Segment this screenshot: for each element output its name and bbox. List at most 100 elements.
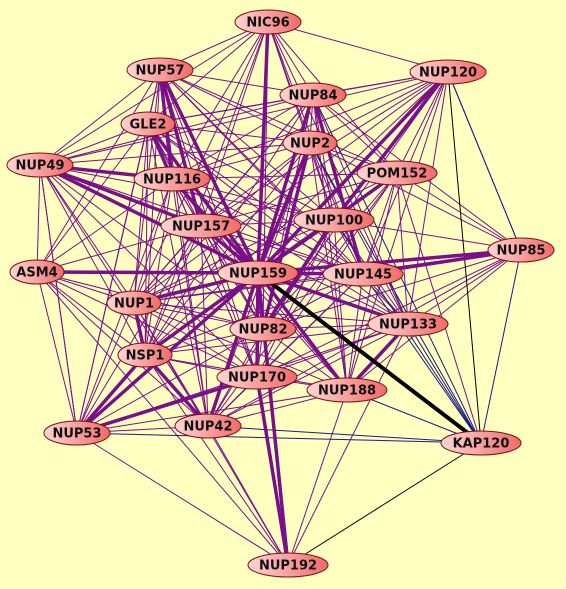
edge-nup57-nup157 (158, 68, 203, 228)
edge-nup133-nup192 (287, 323, 409, 566)
node-label: NUP170 (228, 371, 286, 386)
node-asm4[interactable]: ASM4 (9, 259, 65, 285)
edge-nup57-pom152 (159, 69, 398, 174)
node-nup133[interactable]: NUP133 (367, 311, 449, 337)
node-ellipse (106, 290, 162, 316)
edge-nup2-nup133 (309, 142, 409, 325)
edge-nup120-nup2 (309, 71, 449, 144)
edge-nup53-nup192 (76, 432, 289, 566)
node-nup1[interactable]: NUP1 (106, 290, 162, 316)
edge-nup133-kap120 (407, 323, 482, 444)
edge-nup49-nup1 (39, 164, 135, 304)
node-label: NUP84 (288, 89, 337, 104)
node-nup120[interactable]: NUP120 (409, 59, 487, 85)
node-kap120[interactable]: KAP120 (440, 430, 522, 456)
node-label: ASM4 (16, 266, 57, 281)
node-nup2[interactable]: NUP2 (282, 130, 338, 156)
node-label: POM152 (367, 167, 428, 182)
node-nup157[interactable]: NUP157 (160, 213, 242, 239)
edge-nup49-asm4 (36, 164, 41, 273)
edge-nup57-nup2 (159, 69, 311, 144)
node-nup53[interactable]: NUP53 (43, 420, 111, 446)
node-nup42[interactable]: NUP42 (174, 413, 242, 439)
edge-nup84-nup100 (312, 94, 335, 221)
edge-nup57-nup100 (159, 69, 335, 221)
edge-nup84-nup116 (171, 94, 314, 180)
node-label: NUP145 (334, 268, 392, 283)
node-ellipse (120, 111, 176, 137)
node-nup84[interactable]: NUP84 (279, 82, 347, 108)
node-nic96[interactable]: NIC96 (234, 9, 302, 35)
edge-nup157-nup188 (200, 225, 348, 391)
node-label: NUP159 (229, 267, 287, 282)
edge-nup120-nup100 (332, 70, 450, 222)
edge-nup84-nup133 (312, 94, 409, 325)
node-nup85[interactable]: NUP85 (487, 237, 555, 263)
node-ellipse (356, 160, 438, 186)
node-nup159[interactable]: NUP159 (217, 260, 299, 286)
node-label: NSP1 (126, 349, 165, 364)
node-nup100[interactable]: NUP100 (293, 207, 375, 233)
node-nup188[interactable]: NUP188 (306, 377, 388, 403)
edge-nup188-nup192 (287, 389, 348, 566)
edge-nsp1-nup53 (75, 353, 147, 435)
node-label: NUP82 (238, 323, 287, 338)
node-nsp1[interactable]: NSP1 (117, 342, 173, 368)
node-ellipse (217, 260, 299, 286)
node-nup49[interactable]: NUP49 (6, 152, 74, 178)
node-ellipse (367, 311, 449, 337)
node-ellipse (117, 342, 173, 368)
edge-nup2-nup82 (261, 141, 312, 331)
edge-nup49-nup157 (38, 163, 203, 228)
edge-nup1-nup170 (133, 302, 258, 378)
edge-nic96-nup100 (267, 21, 335, 221)
edge-nup120-nup49 (39, 71, 449, 166)
node-ellipse (133, 166, 211, 192)
node-label: NUP188 (318, 384, 376, 399)
node-label: NUP100 (305, 214, 363, 229)
edge-asm4-nsp1 (36, 271, 146, 356)
node-ellipse (43, 420, 111, 446)
node-nup82[interactable]: NUP82 (229, 316, 297, 342)
edge-nup116-nup145 (171, 178, 364, 275)
node-nup192[interactable]: NUP192 (247, 552, 329, 578)
edge-nup116-asm4 (36, 178, 173, 273)
node-ellipse (282, 130, 338, 156)
node-pom152[interactable]: POM152 (356, 160, 438, 186)
node-nup116[interactable]: NUP116 (133, 166, 211, 192)
edge-nup120-pom152 (396, 71, 449, 174)
edge-nup84-nup145 (311, 93, 365, 276)
node-nup57[interactable]: NUP57 (126, 57, 194, 83)
edge-nup145-nup1 (133, 273, 364, 304)
edge-nic96-nup49 (39, 21, 269, 166)
node-nup170[interactable]: NUP170 (216, 364, 298, 390)
edge-nup2-kap120 (309, 142, 482, 444)
edge-nup120-nup188 (346, 71, 449, 391)
edge-nup159-nup84 (256, 93, 315, 275)
node-ellipse (9, 259, 65, 285)
node-nup145[interactable]: NUP145 (322, 261, 404, 287)
edge-pom152-kap120 (396, 172, 482, 444)
edge-nup85-nup133 (407, 249, 522, 325)
edge-nup85-kap120 (480, 249, 522, 444)
node-label: NUP157 (172, 220, 230, 235)
edge-nup100-nup82 (261, 218, 336, 331)
node-ellipse (293, 207, 375, 233)
edge-nup159-gle2 (146, 122, 260, 275)
node-ellipse (247, 552, 329, 578)
node-gle2[interactable]: GLE2 (120, 111, 176, 137)
edge-asm4-nup192 (36, 271, 289, 566)
node-label: KAP120 (453, 437, 510, 452)
edge-nic96-nup1 (133, 21, 269, 304)
node-label: NUP120 (419, 66, 477, 81)
edge-nup159-nsp1 (143, 271, 260, 357)
edge-nup42-kap120 (207, 425, 482, 444)
node-label: NUP85 (496, 244, 545, 259)
node-ellipse (229, 316, 297, 342)
edge-nup84-pom152 (312, 94, 398, 174)
edge-nup157-nsp1 (144, 225, 202, 356)
node-label: NUP42 (183, 420, 232, 435)
edge-gle2-nsp1 (144, 123, 149, 356)
